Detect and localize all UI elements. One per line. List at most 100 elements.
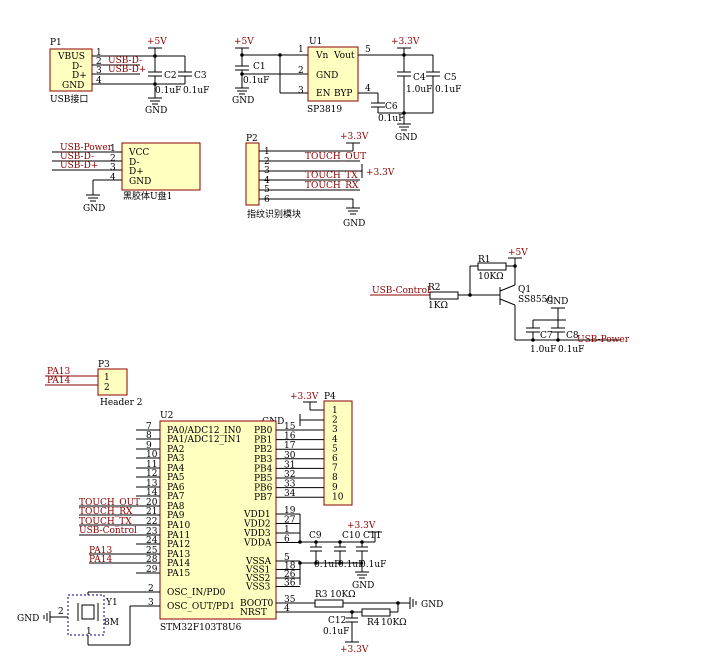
net-touch-rx-u2: TOUCH_RX [79, 507, 133, 517]
u2-right-pin-2: PB2 [254, 445, 272, 455]
u2-boot-gnd-label: GND [421, 600, 443, 610]
r1-val: 10KΩ [478, 272, 504, 282]
p4-body [323, 400, 353, 506]
net-touch-rx-p2: TOUCH_RX [305, 181, 359, 191]
udisk-name: 黑胶体U盘1 [123, 190, 172, 202]
r1-body [477, 262, 507, 271]
net-pa14-u2: PA14 [89, 555, 112, 565]
u1-num-4: 4 [365, 84, 371, 94]
u2-left-num-1: 8 [146, 431, 152, 441]
q1-gnd-label: GND [546, 297, 568, 307]
u1-num-5: 5 [365, 45, 371, 55]
p3-header2: P3 1 2 PA13 PA14 Header 2 [45, 360, 143, 408]
p1-num-1: 1 [96, 48, 102, 58]
p2-fingerprint-module: P2 1 2 3 4 5 6 +3.3V +3.3V TOUCH_OUT TOU… [245, 132, 395, 229]
u2-nrst-pwr-3v3: +3.3V [340, 645, 369, 655]
u2-body [159, 420, 277, 620]
udisk-num-2: 2 [110, 154, 116, 164]
u2-vdd-pin-1: VDD2 [243, 520, 271, 530]
u2-left-pin-10: PA10 [167, 521, 190, 531]
p4-num-3: 3 [332, 425, 338, 435]
u2-vss-num-3: 36 [284, 579, 296, 589]
u1-ref: U1 [309, 37, 322, 47]
udisk-num-4: 4 [110, 173, 116, 183]
y1-pin-2: 2 [58, 607, 64, 617]
c11-val: 0.1uF [360, 560, 386, 570]
c7-ref: C7 [540, 331, 553, 341]
c10-ref: C10 [342, 531, 361, 541]
u1-num-2: 2 [298, 66, 304, 76]
p2-pwr-3v3: +3.3V [340, 132, 369, 142]
r2-val: 1KΩ [428, 301, 448, 311]
c7-val: 1.0uF [530, 345, 556, 355]
u2-boot-num-0: 35 [284, 595, 296, 605]
p4-num-8: 8 [332, 473, 338, 483]
q1-pwr-5v: +5V [508, 248, 528, 258]
u2-vss-pin-2: VSS2 [245, 574, 270, 584]
c11-ref: C11 [363, 531, 381, 541]
u2-right-num-4: 31 [284, 460, 295, 470]
p3-body [97, 368, 128, 396]
net-usb-dp-p1: USB-D+ [108, 65, 146, 75]
p3-name: Header 2 [100, 398, 143, 408]
p4-num-6: 6 [332, 454, 338, 464]
u2-osc-num-1: 3 [148, 598, 154, 608]
u2-left-num-7: 14 [146, 488, 158, 498]
q1-ref: Q1 [518, 285, 531, 295]
u2-osc-pin-0: OSC_IN/PD0 [167, 588, 226, 598]
u2-vdd-num-1: 27 [284, 516, 296, 526]
net-touch-out-u2: TOUCH_OUT [79, 498, 140, 508]
c9-ref: C9 [309, 531, 322, 541]
p2-ref: P2 [246, 134, 258, 144]
p2-name: 指纹识别模块 [247, 208, 301, 220]
u2-left-num-12: 24 [146, 536, 158, 546]
r3-ref: R3 [315, 590, 328, 600]
u2-right-pin-4: PB4 [254, 464, 273, 474]
u2-vdd-num-2: 1 [284, 525, 290, 535]
p1-name: USB接口 [50, 93, 88, 105]
r3-body [314, 599, 344, 608]
net-touch-out-p2: TOUCH_OUT [305, 152, 366, 162]
p1-num-2: 2 [96, 57, 102, 67]
c8-val: 0.1uF [558, 345, 584, 355]
y1-gnd-label: GND [17, 614, 39, 624]
u2-left-num-9: 21 [146, 507, 157, 517]
y1-val: 8M [104, 618, 119, 628]
c9-val: 0.1uF [314, 560, 340, 570]
u2-left-num-11: 23 [146, 527, 158, 537]
y1-body [81, 604, 95, 620]
udisk-gnd-label: GND [83, 204, 105, 214]
u2-left-num-13: 25 [146, 546, 158, 556]
net-usb-power-q1: USB-Power [577, 335, 630, 345]
u2-left-num-4: 11 [146, 460, 157, 470]
u2-right-num-0: 15 [284, 422, 296, 432]
r4-ref: R4 [367, 618, 380, 628]
u1-pin-vout: Vout [333, 51, 355, 61]
c2-val: 0.1uF [155, 86, 181, 96]
p4-ref: P4 [324, 392, 336, 402]
u2-right-pin-3: PB3 [254, 455, 273, 465]
p3-num-2: 2 [104, 383, 110, 393]
udisk-connector: VCC D- D+ GND 1 2 3 4 USB-Power USB-D- U… [52, 142, 201, 214]
udisk-body [121, 142, 201, 191]
p2-num-2: 2 [264, 157, 270, 167]
u2-left-pin-2: PA2 [167, 445, 184, 455]
c4-val: 1.0uF [406, 85, 432, 95]
y1-outline [67, 594, 105, 636]
u2-left-num-10: 22 [146, 517, 157, 527]
u2-vss-gnd-label: GND [352, 581, 374, 591]
u1-pin-en: EN [316, 89, 331, 99]
u1-num-1: 1 [298, 45, 304, 55]
u2-left-pin-11: PA11 [167, 531, 190, 541]
p4-num-9: 9 [332, 483, 338, 493]
u2-vdd-pin-3: VDDA [243, 539, 272, 549]
u2-osc-pin-1: OSC_OUT/PD1 [167, 602, 235, 612]
p1-gnd-label: GND [145, 106, 167, 116]
c5-ref: C5 [444, 73, 457, 83]
net-usb-control-u2: USB-Control [79, 526, 137, 536]
u2-left-pin-6: PA6 [167, 483, 185, 493]
q1-usb-power-switch: +5V R1 10KΩ USB-Control R2 1KΩ Q1 SS8550… [370, 248, 630, 355]
udisk-pin-gnd: GND [129, 177, 151, 187]
r4-val: 10KΩ [381, 618, 407, 628]
u2-left-pin-15: PA15 [167, 569, 190, 579]
